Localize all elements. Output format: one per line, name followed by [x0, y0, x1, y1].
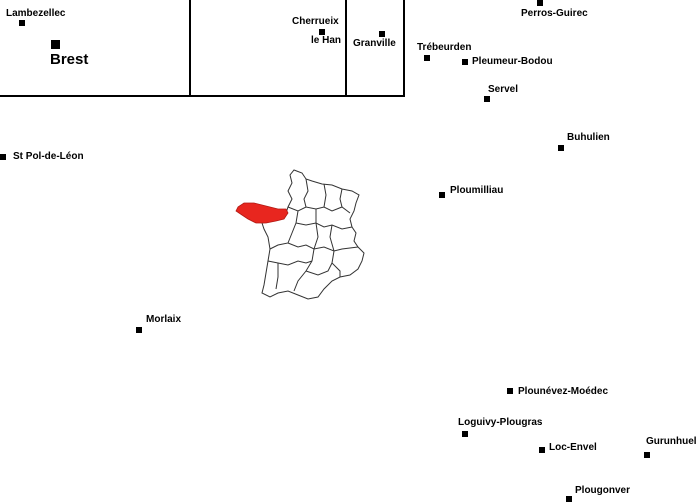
town-marker-morlaix [136, 327, 142, 333]
town-label-loc-envel: Loc-Envel [549, 442, 597, 453]
inset-panel-divider-2 [345, 0, 347, 97]
france-locator-map [235, 169, 365, 300]
town-label-servel: Servel [488, 84, 519, 95]
town-label-brest: Brest [50, 51, 89, 68]
town-marker-brest [51, 40, 60, 49]
town-marker-perros-guirec [537, 0, 543, 6]
town-label-le-han: le Han [311, 35, 342, 46]
town-label-gurunhuel: Gurunhuel [646, 436, 697, 447]
internal-border [293, 209, 319, 292]
inset-panel-frame [0, 0, 405, 97]
town-label-lambezellec: Lambezellec [6, 8, 66, 19]
town-label-perros-guirec: Perros-Guirec [521, 8, 588, 19]
internal-border [269, 210, 299, 250]
town-marker-cherrueix [319, 29, 325, 35]
town-label-trebeurden: Trébeurden [417, 42, 472, 53]
town-marker-loc-envel [539, 447, 545, 453]
town-marker-gurunhuel [644, 452, 650, 458]
town-label-ploumilliau: Ploumilliau [450, 185, 504, 196]
town-marker-plougonver [566, 496, 572, 502]
town-marker-servel [484, 96, 490, 102]
town-marker-pleumeur-bodou [462, 59, 468, 65]
internal-border [305, 262, 333, 276]
france-outline [261, 169, 365, 300]
internal-border [287, 242, 359, 252]
town-marker-st-pol-de-leon [0, 154, 6, 160]
town-label-plounevez-moedec: Plounévez-Moédec [518, 386, 609, 397]
town-label-morlaix: Morlaix [146, 314, 182, 325]
internal-border [303, 178, 309, 208]
internal-border [323, 183, 327, 208]
internal-border [275, 263, 279, 290]
town-marker-loguivy-plougras [462, 431, 468, 437]
internal-border [295, 222, 353, 230]
internal-border [339, 188, 343, 208]
internal-border [267, 260, 313, 266]
town-label-buhulien: Buhulien [567, 132, 610, 143]
highlighted-region [235, 202, 289, 224]
town-label-loguivy-plougras: Loguivy-Plougras [458, 417, 543, 428]
town-marker-buhulien [558, 145, 564, 151]
town-label-st-pol-de-leon: St Pol-de-Léon [13, 151, 84, 162]
town-marker-ploumilliau [439, 192, 445, 198]
town-label-plougonver: Plougonver [575, 485, 631, 496]
town-label-pleumeur-bodou: Pleumeur-Bodou [472, 56, 553, 67]
town-label-cherrueix: Cherrueix [292, 16, 339, 27]
internal-border [329, 224, 341, 277]
town-label-granville: Granville [353, 38, 396, 49]
town-marker-trebeurden [424, 55, 430, 61]
inset-panel-divider-1 [189, 0, 191, 97]
town-marker-granville [379, 31, 385, 37]
internal-border [287, 206, 351, 214]
town-marker-plounevez-moedec [507, 388, 513, 394]
town-marker-lambezellec [19, 20, 25, 26]
